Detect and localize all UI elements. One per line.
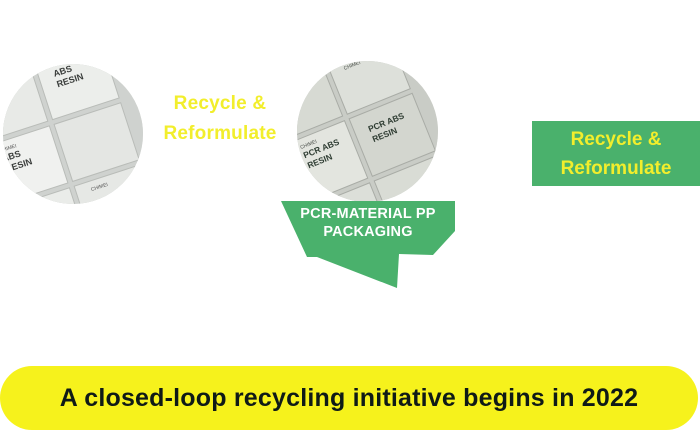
recycle-reformulate-label: Recycle & Reformulate — [163, 93, 277, 144]
initiative-banner: A closed-loop recycling initiative begin… — [0, 366, 698, 430]
svg-text:CHIMEI: CHIMEI — [343, 61, 361, 72]
recycle-reformulate-box-text: Recycle & Reformulate — [560, 128, 672, 179]
recycle-reformulate-box: Recycle & Reformulate — [532, 121, 700, 186]
pcr-material-callout-shape — [281, 201, 455, 288]
pcr-material-callout-text: PCR-MATERIAL PP PACKAGING — [300, 206, 436, 240]
banner-headline: A closed-loop recycling initiative begin… — [59, 383, 639, 412]
abs-resin-bags-photo: ABS RESIN ABS RESIN CHIMEI CHIMEI — [3, 64, 143, 204]
svg-text:CHIMEI: CHIMEI — [3, 143, 17, 154]
pcr-abs-resin-bags-photo: PCR ABS RESIN PCR ABS RESIN CHIMEI CHIME… — [297, 61, 438, 202]
svg-text:CHIMEI: CHIMEI — [90, 182, 108, 193]
